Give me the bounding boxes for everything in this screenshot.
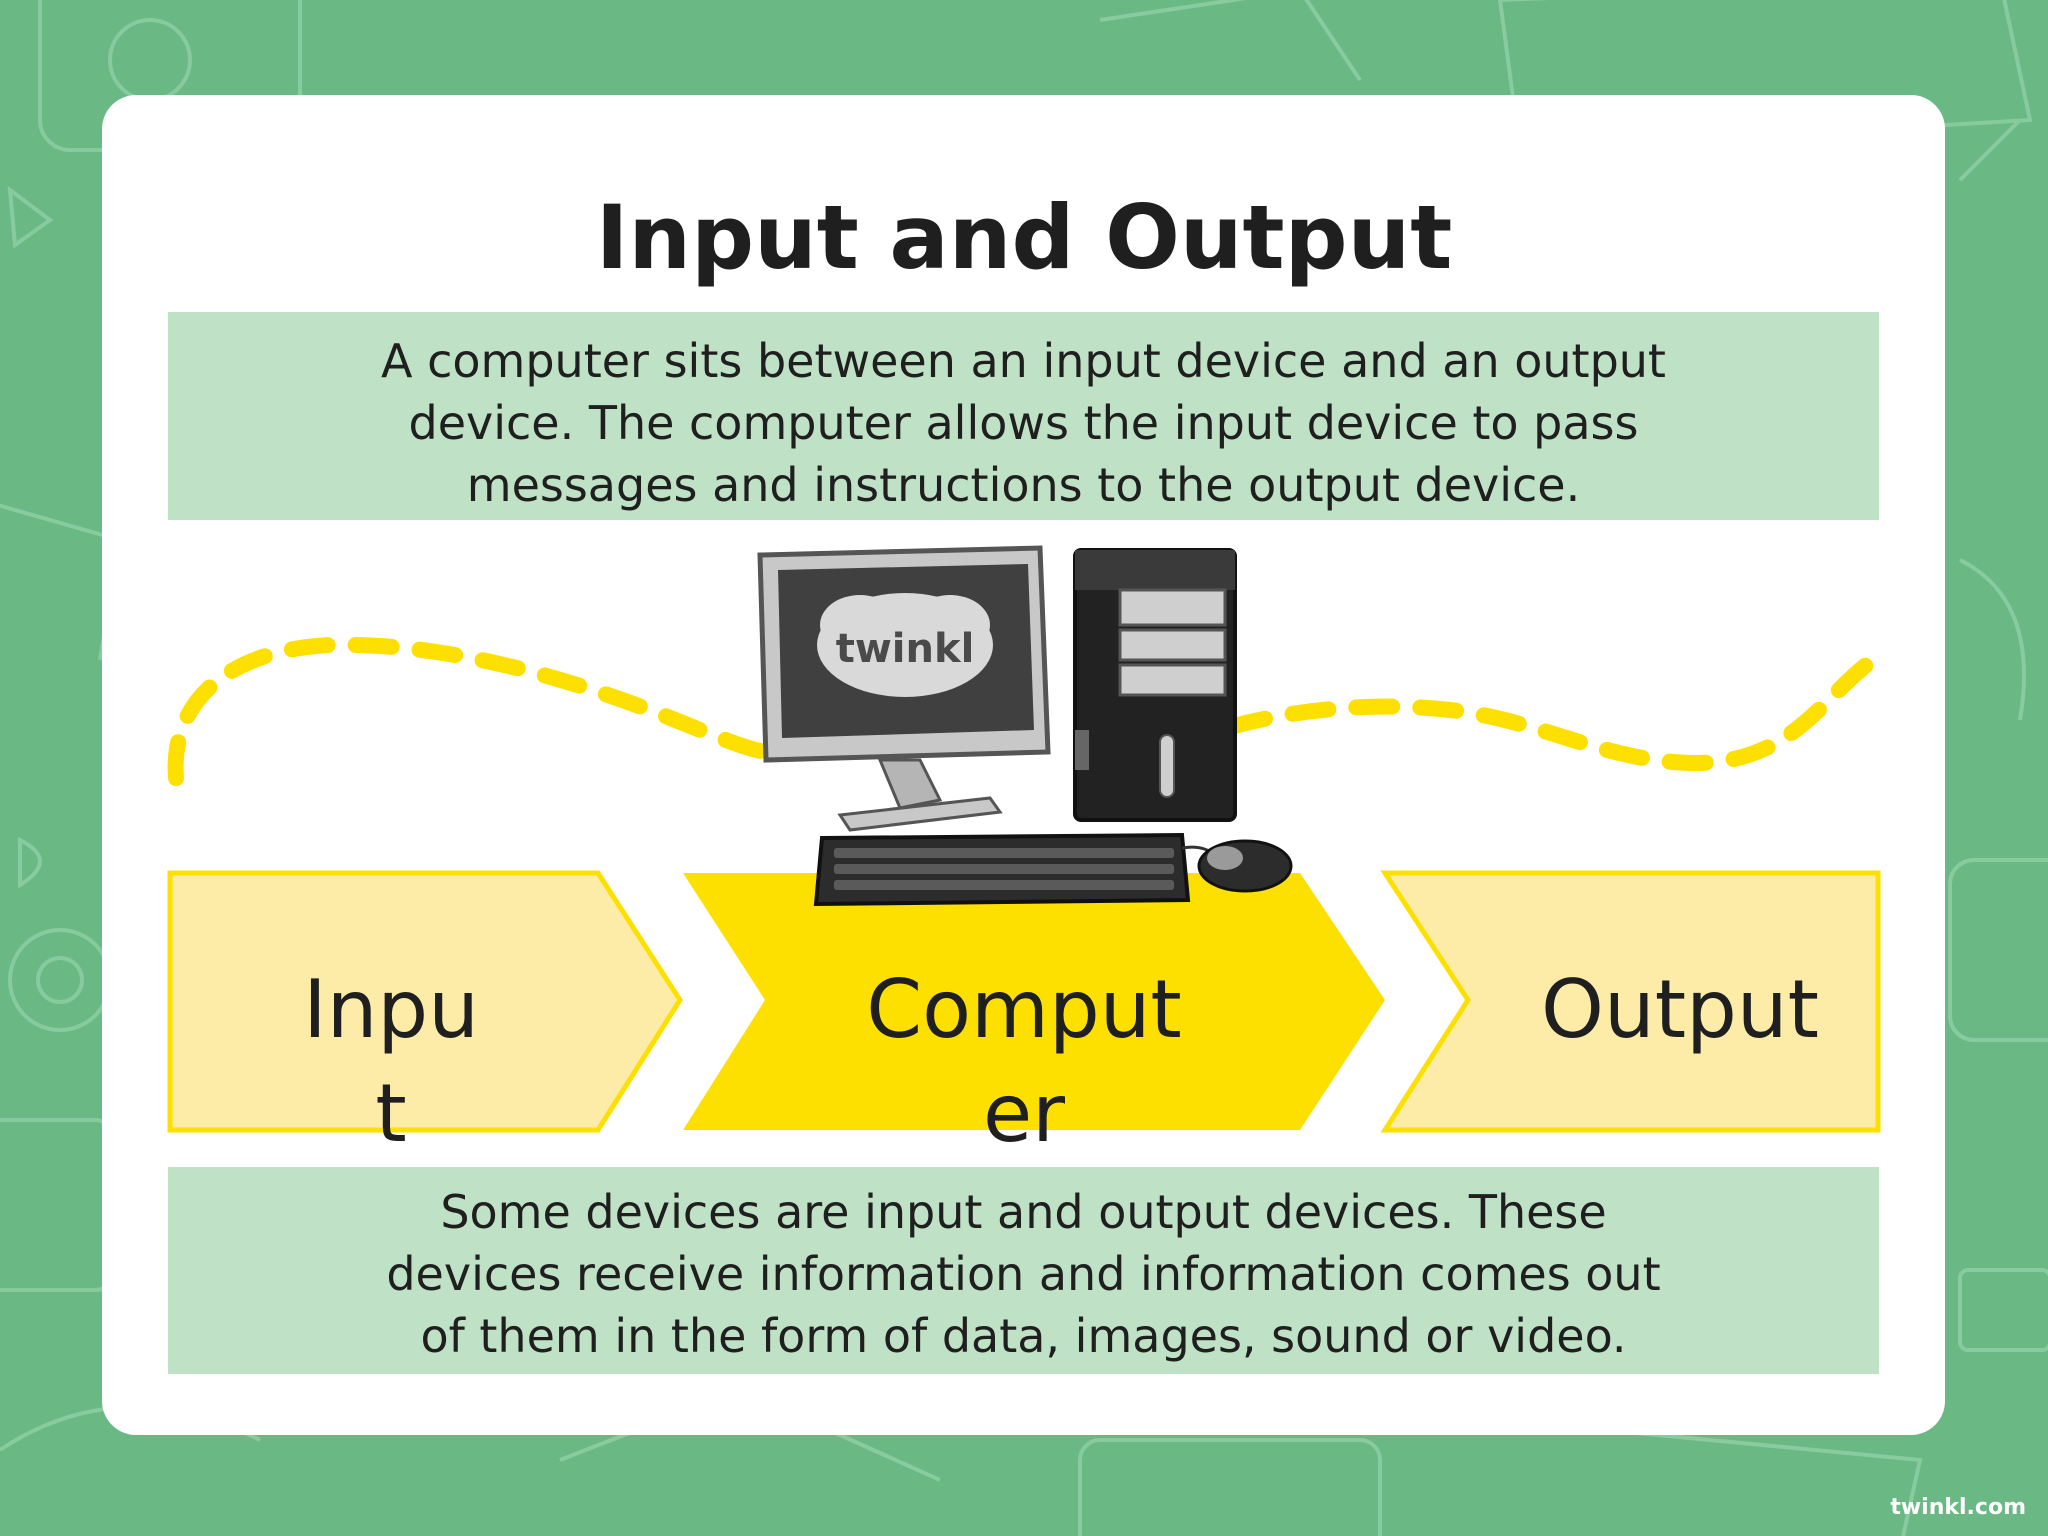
step-input-label: Input <box>303 963 479 1160</box>
monitor-logo: twinkl <box>836 626 975 672</box>
input-arrow <box>167 870 683 1133</box>
step-output-label: Output <box>1541 963 1819 1056</box>
output-arrow <box>1380 870 1881 1133</box>
computer-arrow <box>683 873 1385 1130</box>
step-computer-label: Computer <box>866 963 1182 1160</box>
page-title: Input and Output <box>595 186 1453 289</box>
note-text: Some devices are input and output device… <box>386 1185 1661 1363</box>
desktop-computer-icon: twinkl <box>757 545 1293 907</box>
note-text-panel: Some devices are input and output device… <box>168 1167 1879 1374</box>
intro-text-panel: A computer sits between an input device … <box>168 312 1879 520</box>
brand-watermark: twinkl.com <box>1890 1495 2026 1520</box>
intro-text: A computer sits between an input device … <box>381 334 1666 512</box>
dashed-connection-line <box>167 636 1878 786</box>
